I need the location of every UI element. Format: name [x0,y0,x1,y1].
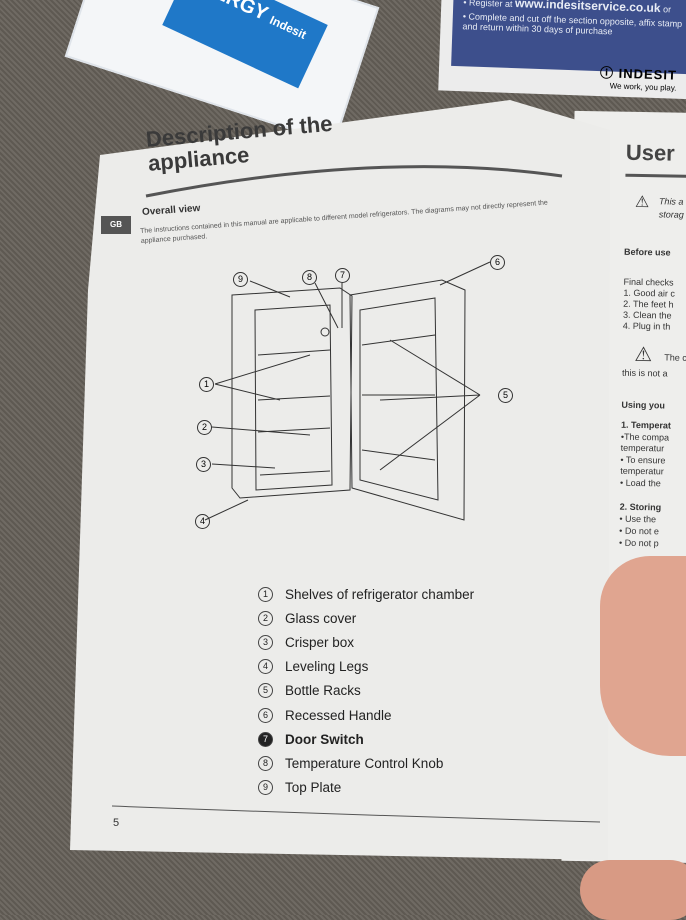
callout-3: 3 [196,457,211,472]
fridge-interior [254,304,333,491]
callout-6: 6 [490,255,505,270]
callout-7: 7 [335,268,350,283]
callout-4: 4 [195,514,210,529]
page-number: 5 [113,817,120,829]
title-underline [145,165,563,198]
callout-8: 8 [302,270,317,285]
callout-2: 2 [197,420,212,435]
manual-page [70,100,610,860]
callout-9: 9 [233,272,248,287]
hand [600,556,686,756]
fridge-door [349,279,466,521]
hand [580,860,686,920]
fridge-shelves [257,349,331,476]
callout-1: 1 [199,377,214,392]
callout-5: 5 [498,388,513,403]
door-racks [359,297,439,501]
footer-rule [111,805,601,823]
fridge-diagram [231,279,466,521]
fridge-cabinet [231,287,353,499]
language-badge: GB [101,216,131,234]
temperature-knob [320,327,330,337]
